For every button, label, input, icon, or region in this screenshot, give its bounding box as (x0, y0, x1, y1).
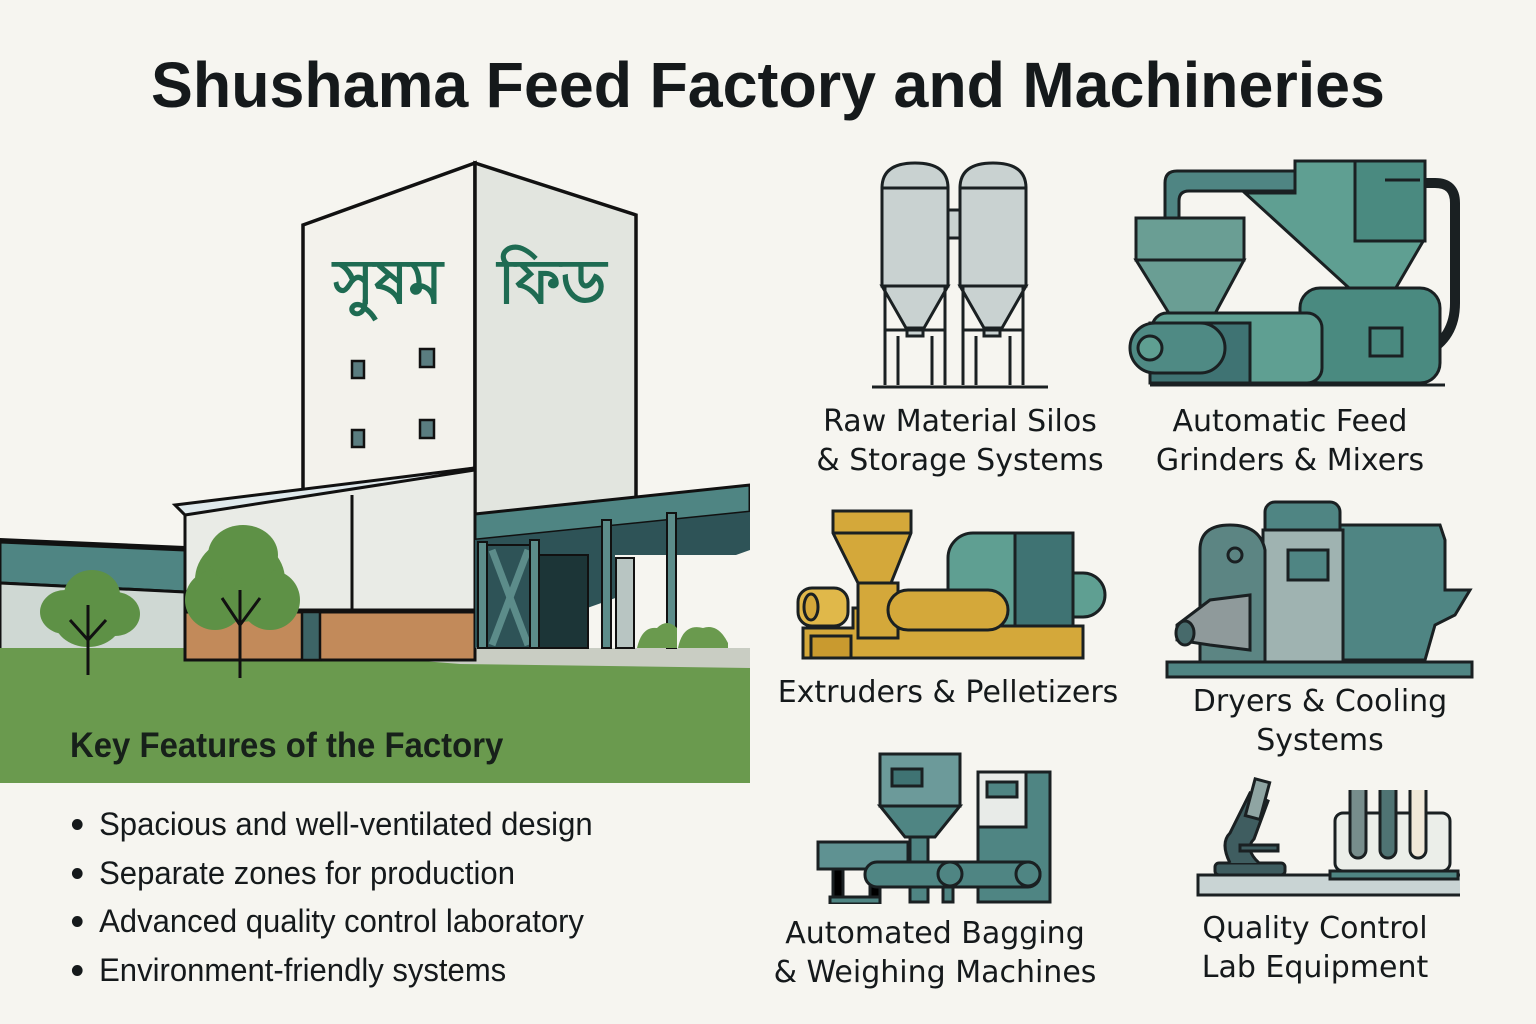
factory-illustration: সুষম ফিড (0, 160, 750, 783)
lab-equipment-icon (1196, 776, 1460, 897)
machine-label: Automated Bagging & Weighing Machines (773, 916, 1097, 990)
machine-grinders-mixers: Automatic Feed Grinders & Mixers (1110, 158, 1470, 480)
bengali-sign-left: সুষম (331, 245, 445, 322)
machine-label: Extruders & Pelletizers (777, 675, 1119, 710)
features-list: Spacious and well-ventilated design Sepa… (70, 800, 609, 994)
machine-dryers: Dryers & Cooling Systems (1140, 500, 1500, 760)
page-title: Shushama Feed Factory and Machineries (151, 49, 1385, 121)
machine-lab-equipment: Quality Control Lab Equipment (1150, 775, 1480, 987)
window (418, 347, 436, 369)
grinder-mixer-icon (1128, 159, 1460, 387)
window (418, 418, 436, 440)
machine-label: Dryers & Cooling Systems (1192, 684, 1448, 758)
walkway (410, 648, 750, 668)
window (350, 428, 366, 449)
feature-item: Spacious and well-ventilated design (70, 800, 593, 849)
bullet-icon (71, 916, 83, 927)
tower: সুষম ফিড (301, 160, 638, 522)
tree-icon (185, 525, 300, 678)
bullet-icon (71, 819, 83, 830)
machine-label: Raw Material Silos & Storage Systems (816, 404, 1104, 478)
entrance-canopy (473, 483, 750, 649)
machine-extruders: Extruders & Pelletizers (768, 508, 1128, 712)
lawn (0, 648, 750, 783)
feature-item: Separate zones for production (70, 849, 593, 898)
feature-item: Advanced quality control laboratory (70, 897, 593, 946)
machine-bagging: Automated Bagging & Weighing Machines (760, 752, 1110, 992)
bullet-icon (71, 964, 83, 976)
bengali-sign-right: ফিড (496, 245, 609, 318)
tree-icon (40, 570, 140, 675)
bagging-machine-icon (816, 752, 1052, 904)
window (350, 359, 366, 380)
dryer-cooler-icon (1165, 500, 1474, 679)
features-heading: Key Features of the Factory (70, 726, 504, 765)
bullet-icon (71, 867, 83, 879)
machine-label: Automatic Feed Grinders & Mixers (1155, 404, 1425, 478)
feature-item: Environment-friendly systems (70, 946, 593, 995)
machine-label: Quality Control Lab Equipment (1201, 911, 1429, 985)
extruder-icon (796, 509, 1107, 660)
machine-silos: Raw Material Silos & Storage Systems (760, 160, 1160, 480)
silo-icon (872, 161, 1048, 389)
